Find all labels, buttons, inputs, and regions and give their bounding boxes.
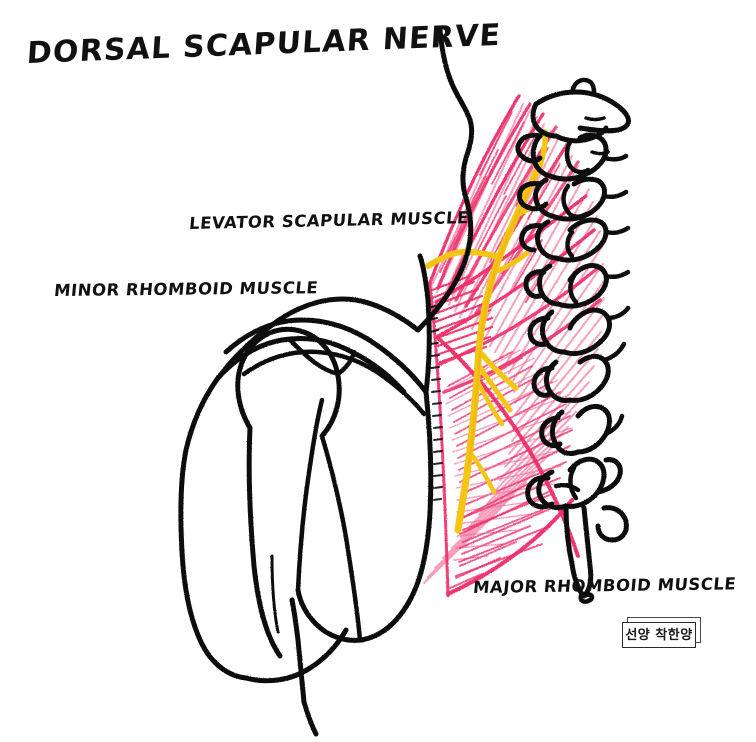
acromion [215,336,407,395]
vertebra-c2 [533,89,631,134]
vertebra-t4-body [563,456,607,509]
vertebra-c4-tp [517,181,549,212]
scapula-inferior-angle [295,587,365,643]
neck-contour [415,27,475,333]
vertebra-t4-spinous-tip [578,591,595,604]
vertebra-c3-tp [515,132,543,164]
scapula-medial-lower [359,389,434,643]
vertebra-c4-center [561,183,589,219]
vertebra-t4-spinous [563,503,585,597]
scapula-lateral-border [295,397,325,593]
vertebra-t5-fragment [595,505,629,543]
signature-frame: 선양 착한양 [622,622,696,648]
vertebra-t3-tp [539,415,563,449]
vertebra-detail-tick-2 [590,150,610,156]
vertebra-c6-center [568,273,579,305]
vertebra-c5-spinous [603,225,631,236]
scapula-medial-border [417,253,432,395]
scapular-spine-upper [223,317,429,395]
vertebra-c6-spinous [603,269,631,280]
scapula-inner-line [270,554,280,634]
vertebra-c6-tp [523,269,547,299]
vertebra-t2-spinous [601,341,627,363]
vertebra-c2-spinous [553,125,609,144]
vertebra-t3-spinous [603,413,625,437]
vertebra-c3-spinous [601,153,629,162]
humeral-head [235,326,342,439]
vertebra-t2-body [567,353,611,403]
forearm-edge [289,597,307,705]
vertebra-detail-tick-1 [584,116,606,122]
forearm-tip [301,699,319,737]
ink-outline-group [178,27,631,737]
signature-watermark: 선양 착한양 [622,617,702,649]
vertebra-t4-tp-right [595,457,623,495]
vertebra-c2-body [530,101,559,139]
vertebra-t4-spinous-edge [581,505,594,599]
vertebra-t4-arch [553,482,581,493]
vertebra-c4-spinous [601,189,629,200]
vertebra-t4-center [568,465,579,501]
vertebra-t2-tp [531,365,555,398]
arm-lateral-contour [178,296,421,681]
vertebra-t3-body [575,403,612,455]
vertebra-t4-tp-left [525,475,555,510]
label-major-rhomboid-muscle: MAJOR RHOMBOID MUSCLE [472,574,738,598]
coracoid [335,349,357,377]
vertebra-c5-center [565,229,575,259]
scapula-border-hatch [427,305,443,501]
label-minor-rhomboid-muscle: MINOR RHOMBOID MUSCLE [53,278,320,301]
humerus-medial [319,433,363,643]
humeral-head-lower [246,425,283,659]
nerve-core-accent [467,174,538,468]
signature-text: 선양 착한양 [625,627,693,643]
acromion-notch [287,337,341,377]
vertebra-c3-arch [564,139,591,175]
vertebra-c7-tp [527,315,551,347]
vertebra-c7-spinous [605,305,631,321]
vertebra-c5-tp [519,223,545,253]
forearm-contour [243,627,349,684]
vertebra-c2-tip [569,77,597,95]
